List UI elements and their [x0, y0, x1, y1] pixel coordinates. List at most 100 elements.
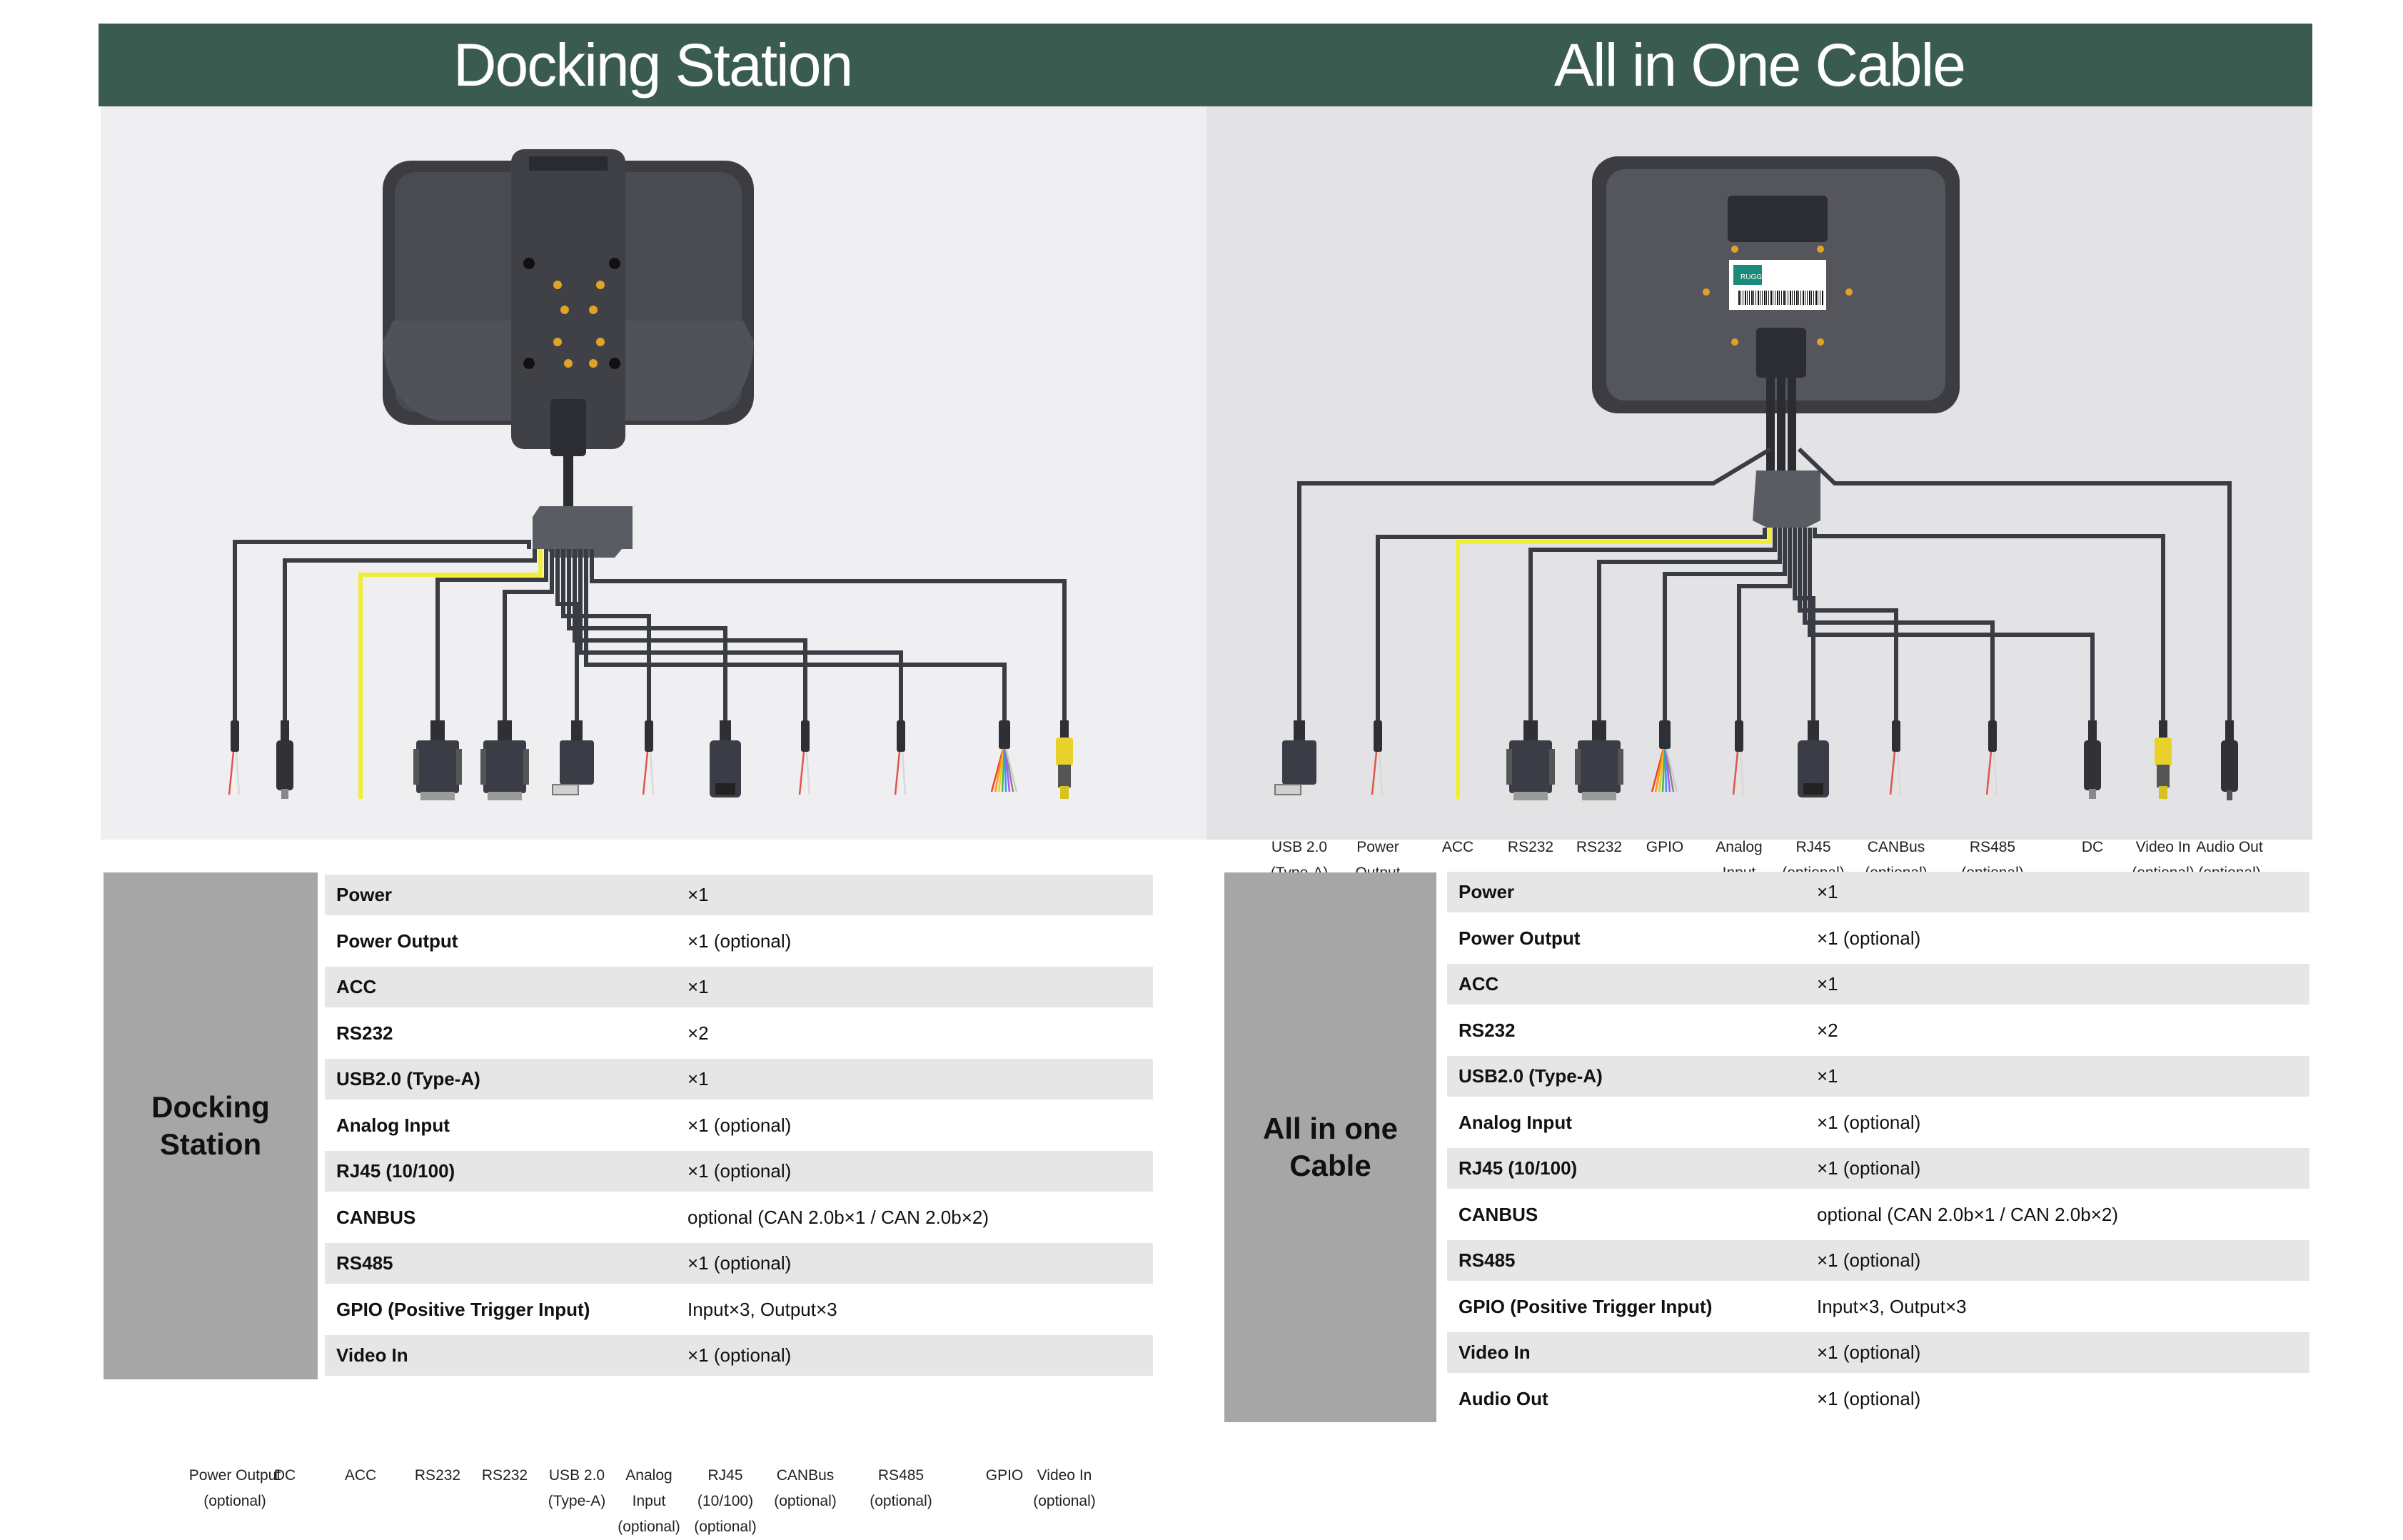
- barcode-bar: [1809, 291, 1810, 305]
- barcode-bar: [1815, 291, 1817, 305]
- barcode-bar: [1740, 291, 1741, 305]
- spec-row: RJ45 (10/100) ×1 (optional): [325, 1151, 1153, 1192]
- spec-row-name: CANBUS: [336, 1206, 416, 1228]
- spec-row: RS485 ×1 (optional): [1447, 1240, 2309, 1281]
- spec-row: GPIO (Positive Trigger Input) Input×3, Ou…: [325, 1289, 1153, 1330]
- cable-route: [1813, 528, 2165, 720]
- spec-row-value: optional (CAN 2.0b×1 / CAN 2.0b×2): [1817, 1203, 2119, 1225]
- spec-row-name: GPIO (Positive Trigger Input): [336, 1298, 590, 1320]
- spec-row: ACC×1: [1447, 964, 2309, 1005]
- rs232-connector-icon: [1506, 720, 1555, 800]
- barcode-bar: [1755, 291, 1756, 305]
- connector-label: GPIO: [947, 1463, 1062, 1489]
- cable-route: [1798, 528, 1898, 720]
- cable-route: [1737, 528, 1792, 720]
- barcode-bar: [1807, 291, 1808, 305]
- connector-label: DC: [228, 1463, 342, 1489]
- barcode-bar: [1803, 291, 1804, 305]
- spec-row-value: ×1 (optional): [687, 1114, 792, 1136]
- cable-route: [1597, 528, 1782, 720]
- spec-row-value: ×1: [687, 884, 709, 905]
- spec-row: RS232×2: [325, 1013, 1153, 1054]
- barcode-bar: [1777, 291, 1778, 305]
- cable-route: [578, 549, 903, 720]
- barcode-bar: [1745, 291, 1746, 305]
- tablet-contact-pin: [1731, 338, 1738, 346]
- barcode-bar: [1811, 291, 1812, 305]
- tablet-contact-pin: [1703, 288, 1710, 296]
- dock-spine: [511, 149, 625, 449]
- tablet-contact-pin: [1817, 338, 1824, 346]
- dock-screw: [609, 258, 620, 269]
- spec-row: USB2.0 (Type-A)×1: [325, 1059, 1153, 1099]
- cable-route: [1808, 528, 2095, 720]
- spec-row: USB2.0 (Type-A) ×1: [1447, 1056, 2309, 1097]
- spec-row-value: ×1: [1817, 1065, 1838, 1087]
- spec-row-value: ×1 (optional): [1817, 1249, 1921, 1271]
- spec-row-name: RS485: [336, 1252, 393, 1274]
- connector-label: RS232: [381, 1463, 495, 1489]
- spec-row-name: RS232: [1459, 1019, 1516, 1041]
- spec-row: Video In×1 (optional): [325, 1335, 1153, 1376]
- spec-row-name: RJ45 (10/100): [336, 1160, 455, 1182]
- spec-row: Power Output×1 (optional): [325, 921, 1153, 962]
- spec-row-value: ×1 (optional): [1817, 1387, 1921, 1409]
- cable-route: [435, 549, 548, 720]
- connector-label-line: CANBus: [1867, 839, 1925, 855]
- tablet-vent: [1728, 196, 1828, 242]
- spec-row: Analog Input×1 (optional): [1447, 1102, 2309, 1143]
- power-output-wire-icon: [1371, 720, 1384, 795]
- connector-label: RS485 (optional): [844, 1463, 958, 1514]
- spec-row-value: ×1 (optional): [687, 1160, 792, 1182]
- dock-pogo-pin: [553, 338, 562, 346]
- dock-pogo-pin: [596, 281, 605, 289]
- cable-route: [1797, 447, 2232, 720]
- cable-route: [233, 540, 531, 720]
- spec-row-name: Video In: [336, 1344, 408, 1366]
- spec-row-name: RS232: [336, 1022, 393, 1044]
- connector-label: RS232: [448, 1463, 562, 1489]
- barcode-bar: [1785, 291, 1786, 305]
- cable-route: [1663, 528, 1787, 720]
- dock-screw: [523, 358, 535, 369]
- spec-row-name: USB2.0 (Type-A): [336, 1068, 480, 1089]
- barcode-bar: [1783, 291, 1785, 305]
- spec-row-name: GPIO (Positive Trigger Input): [1459, 1295, 1713, 1317]
- spec-row-name: Power: [336, 884, 393, 905]
- rs485-wire-icon: [894, 720, 907, 795]
- connector-label: GPIO: [1608, 835, 1722, 860]
- rs232-connector-icon: [480, 720, 529, 800]
- spec-row-value: ×2: [1817, 1019, 1838, 1041]
- cable-route: [573, 549, 807, 720]
- barcode-bar: [1779, 291, 1780, 305]
- all-in-one-cable-spec-title: All in one Cable: [1224, 872, 1436, 1422]
- barcode-bar: [1766, 291, 1767, 305]
- spec-row: Audio Out×1 (optional): [1447, 1379, 2309, 1419]
- connector-label-line: Audio Out: [2196, 839, 2263, 855]
- cable-route: [1456, 528, 1772, 720]
- connector-label-line: (optional): [870, 1493, 932, 1509]
- spec-row: ACC×1: [325, 967, 1153, 1007]
- docking-station-diagram: [228, 149, 1073, 800]
- spec-row-value: Input×3, Output×3: [1817, 1295, 1967, 1317]
- connector-label-line: (optional): [203, 1493, 266, 1509]
- spec-row-value: ×1 (optional): [687, 1252, 792, 1274]
- cable-hub: [1753, 470, 1820, 528]
- spec-row-name: USB2.0 (Type-A): [1459, 1065, 1603, 1087]
- cable-route: [567, 549, 727, 720]
- spec-row-name: Power Output: [336, 930, 458, 952]
- cable-route: [1803, 528, 1995, 720]
- barcode-bar: [1790, 291, 1791, 305]
- spec-row: Video In×1 (optional): [1447, 1332, 2309, 1373]
- barcode-bar: [1794, 291, 1795, 305]
- spec-row-value: Input×3, Output×3: [687, 1298, 837, 1320]
- connector-label-line: RS485: [877, 1467, 925, 1484]
- tablet-brand-badge: [1733, 265, 1762, 285]
- dock-screw: [609, 358, 620, 369]
- spec-row-name: RS485: [1459, 1249, 1516, 1271]
- barcode-bar: [1747, 291, 1748, 305]
- connector-label-line: Power: [1356, 839, 1399, 855]
- rj45-connector-icon: [710, 720, 741, 797]
- spec-row-value: ×1: [1817, 881, 1838, 902]
- barcode-bar: [1813, 291, 1814, 305]
